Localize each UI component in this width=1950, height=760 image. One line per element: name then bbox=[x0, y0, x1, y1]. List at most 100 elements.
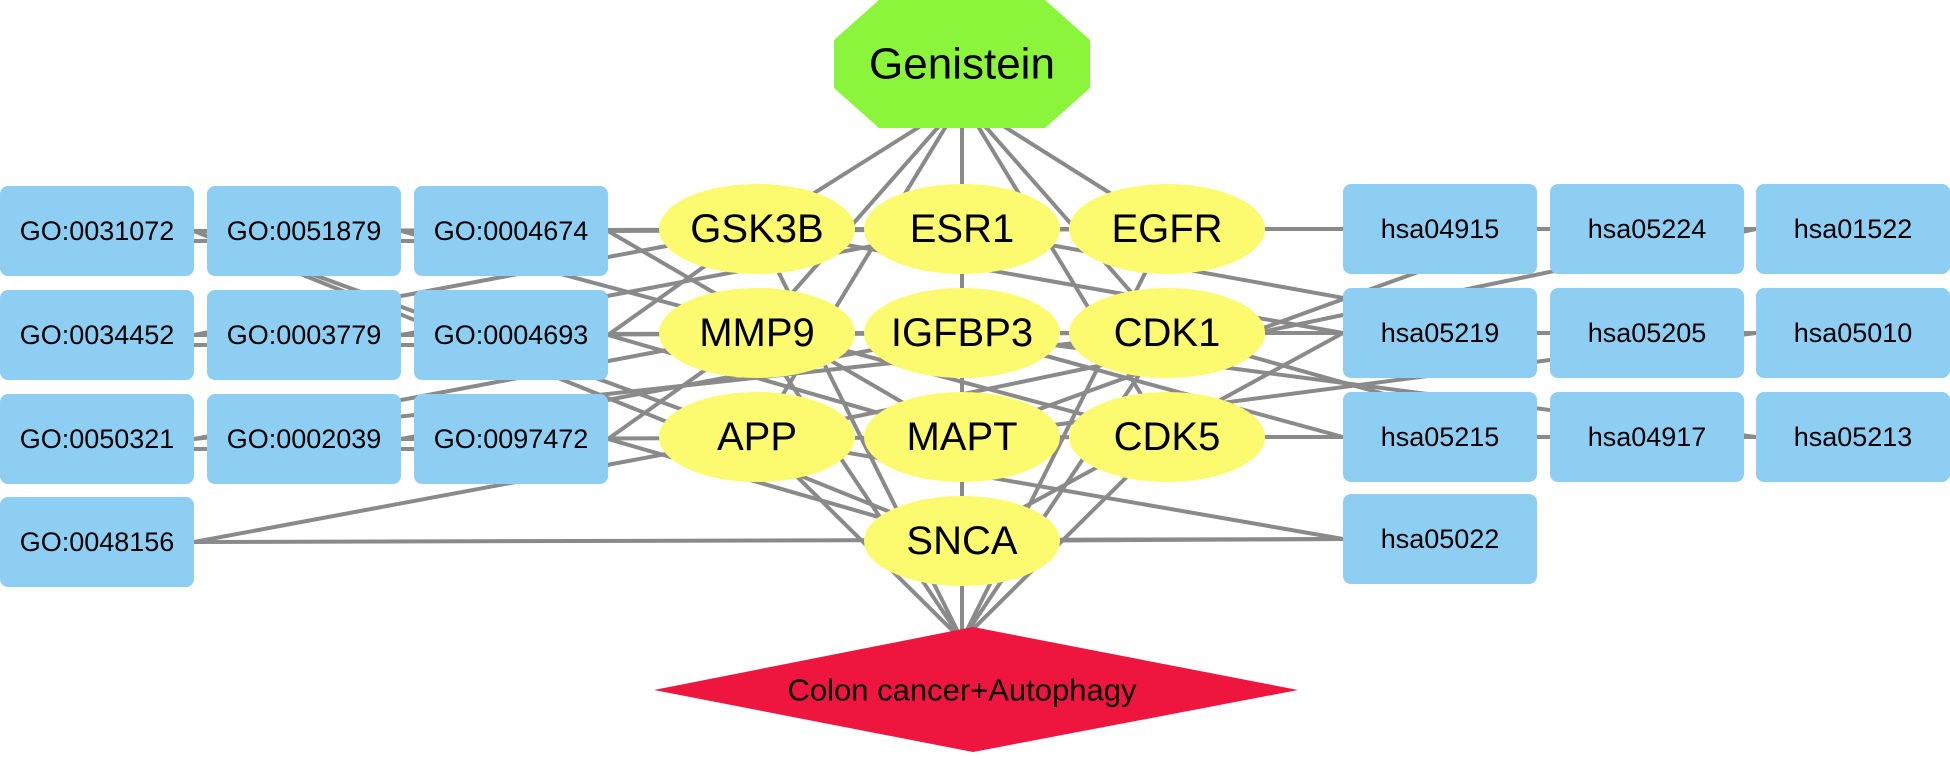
go-node-shape bbox=[207, 186, 401, 276]
pathway-node-hsa05022: hsa05022 bbox=[1343, 494, 1537, 584]
go-node-0004693: GO:0004693 bbox=[414, 290, 608, 380]
target-node-shape bbox=[864, 184, 1060, 274]
target-node-app: APP bbox=[659, 392, 855, 482]
go-node-shape bbox=[0, 290, 194, 380]
target-node-shape bbox=[864, 288, 1060, 378]
pathway-node-label: hsa05219 bbox=[1381, 318, 1500, 348]
target-node-shape bbox=[659, 392, 855, 482]
go-node-shape bbox=[414, 394, 608, 484]
pathway-node-label: hsa05213 bbox=[1794, 422, 1913, 452]
go-node-label: GO:0002039 bbox=[227, 424, 382, 454]
disease-node-label: Colon cancer+Autophagy bbox=[788, 673, 1137, 708]
go-node-0050321: GO:0050321 bbox=[0, 394, 194, 484]
target-node-mapt: MAPT bbox=[864, 392, 1060, 482]
pathway-node-hsa05215: hsa05215 bbox=[1343, 392, 1537, 482]
go-node-0003779: GO:0003779 bbox=[207, 290, 401, 380]
pathway-node-shape bbox=[1550, 288, 1744, 378]
target-node-shape bbox=[864, 496, 1060, 586]
go-node-shape bbox=[414, 290, 608, 380]
target-node-esr1: ESR1 bbox=[864, 184, 1060, 274]
target-pathway-edge bbox=[756, 435, 1344, 541]
target-node-label: GSK3B bbox=[690, 207, 823, 251]
pathway-node-hsa01522: hsa01522 bbox=[1756, 184, 1950, 274]
pathway-node-shape bbox=[1343, 288, 1537, 378]
pathway-node-hsa04917: hsa04917 bbox=[1550, 392, 1744, 482]
go-node-shape bbox=[207, 290, 401, 380]
go-node-label: GO:0003779 bbox=[227, 320, 382, 350]
pathway-node-label: hsa05022 bbox=[1381, 524, 1500, 554]
pathway-node-hsa05219: hsa05219 bbox=[1343, 288, 1537, 378]
target-node-label: CDK5 bbox=[1114, 415, 1221, 459]
go-node-label: GO:0050321 bbox=[20, 424, 175, 454]
pathway-node-label: hsa05224 bbox=[1588, 214, 1707, 244]
target-node-label: APP bbox=[717, 415, 797, 459]
pathway-node-label: hsa04917 bbox=[1588, 422, 1707, 452]
target-node-label: ESR1 bbox=[910, 207, 1015, 251]
go-node-label: GO:0034452 bbox=[20, 320, 175, 350]
pathway-node-hsa05010: hsa05010 bbox=[1756, 288, 1950, 378]
target-node-shape bbox=[864, 392, 1060, 482]
pathway-node-label: hsa04915 bbox=[1381, 214, 1500, 244]
drug-target-edge bbox=[755, 98, 964, 439]
go-node-label: GO:0031072 bbox=[20, 216, 175, 246]
target-node-label: SNCA bbox=[906, 519, 1017, 563]
pathway-node-hsa04915: hsa04915 bbox=[1343, 184, 1537, 274]
go-node-0097472: GO:0097472 bbox=[414, 394, 608, 484]
pathway-node-label: hsa05205 bbox=[1588, 318, 1707, 348]
drug-node-shape bbox=[834, 0, 1090, 128]
go-node-label: GO:0051879 bbox=[227, 216, 382, 246]
target-node-label: IGFBP3 bbox=[891, 311, 1033, 355]
target-node-igfbp3: IGFBP3 bbox=[864, 288, 1060, 378]
pathway-node-shape bbox=[1550, 184, 1744, 274]
go-node-label: GO:0004674 bbox=[434, 216, 589, 246]
pathway-node-shape bbox=[1343, 392, 1537, 482]
pathway-node-hsa05205: hsa05205 bbox=[1550, 288, 1744, 378]
target-node-shape bbox=[1069, 288, 1265, 378]
target-node-shape bbox=[659, 288, 855, 378]
pathway-node-label: hsa05010 bbox=[1794, 318, 1913, 348]
go-node-shape bbox=[207, 394, 401, 484]
pathway-node-shape bbox=[1756, 288, 1950, 378]
drug-node: Genistein bbox=[834, 0, 1090, 128]
target-go-edge bbox=[193, 229, 963, 543]
go-pathway-edge bbox=[193, 537, 1344, 544]
pathway-node-shape bbox=[1756, 392, 1950, 482]
go-node-label: GO:0048156 bbox=[20, 527, 175, 557]
pathway-node-label: hsa05215 bbox=[1381, 422, 1500, 452]
pathway-node-shape bbox=[1756, 184, 1950, 274]
target-node-label: CDK1 bbox=[1114, 311, 1221, 355]
target-node-gsk3b: GSK3B bbox=[659, 184, 855, 274]
go-node-label: GO:0097472 bbox=[434, 424, 589, 454]
go-node-label: GO:0004693 bbox=[434, 320, 589, 350]
go-node-shape bbox=[0, 497, 194, 587]
target-node-snca: SNCA bbox=[864, 496, 1060, 586]
go-node-0048156: GO:0048156 bbox=[0, 497, 194, 587]
go-node-shape bbox=[414, 186, 608, 276]
target-node-label: MMP9 bbox=[699, 311, 815, 355]
target-node-label: EGFR bbox=[1111, 207, 1222, 251]
pathway-node-hsa05213: hsa05213 bbox=[1756, 392, 1950, 482]
target-node-shape bbox=[659, 184, 855, 274]
pathway-node-label: hsa01522 bbox=[1794, 214, 1913, 244]
pathway-node-shape bbox=[1343, 184, 1537, 274]
drug-node-label: Genistein bbox=[869, 40, 1055, 89]
go-node-0004674: GO:0004674 bbox=[414, 186, 608, 276]
target-node-cdk1: CDK1 bbox=[1069, 288, 1265, 378]
go-node-0002039: GO:0002039 bbox=[207, 394, 401, 484]
target-node-shape bbox=[1069, 184, 1265, 274]
go-node-shape bbox=[0, 186, 194, 276]
go-node-0051879: GO:0051879 bbox=[207, 186, 401, 276]
pathway-node-shape bbox=[1550, 392, 1744, 482]
pathway-node-hsa05224: hsa05224 bbox=[1550, 184, 1744, 274]
target-node-egfr: EGFR bbox=[1069, 184, 1265, 274]
target-node-cdk5: CDK5 bbox=[1069, 392, 1265, 482]
disease-node: Colon cancer+Autophagy bbox=[654, 627, 1298, 752]
pathway-node-shape bbox=[1343, 494, 1537, 584]
target-node-mmp9: MMP9 bbox=[659, 288, 855, 378]
go-node-shape bbox=[0, 394, 194, 484]
go-node-0031072: GO:0031072 bbox=[0, 186, 194, 276]
disease-node-shape bbox=[654, 627, 1298, 752]
